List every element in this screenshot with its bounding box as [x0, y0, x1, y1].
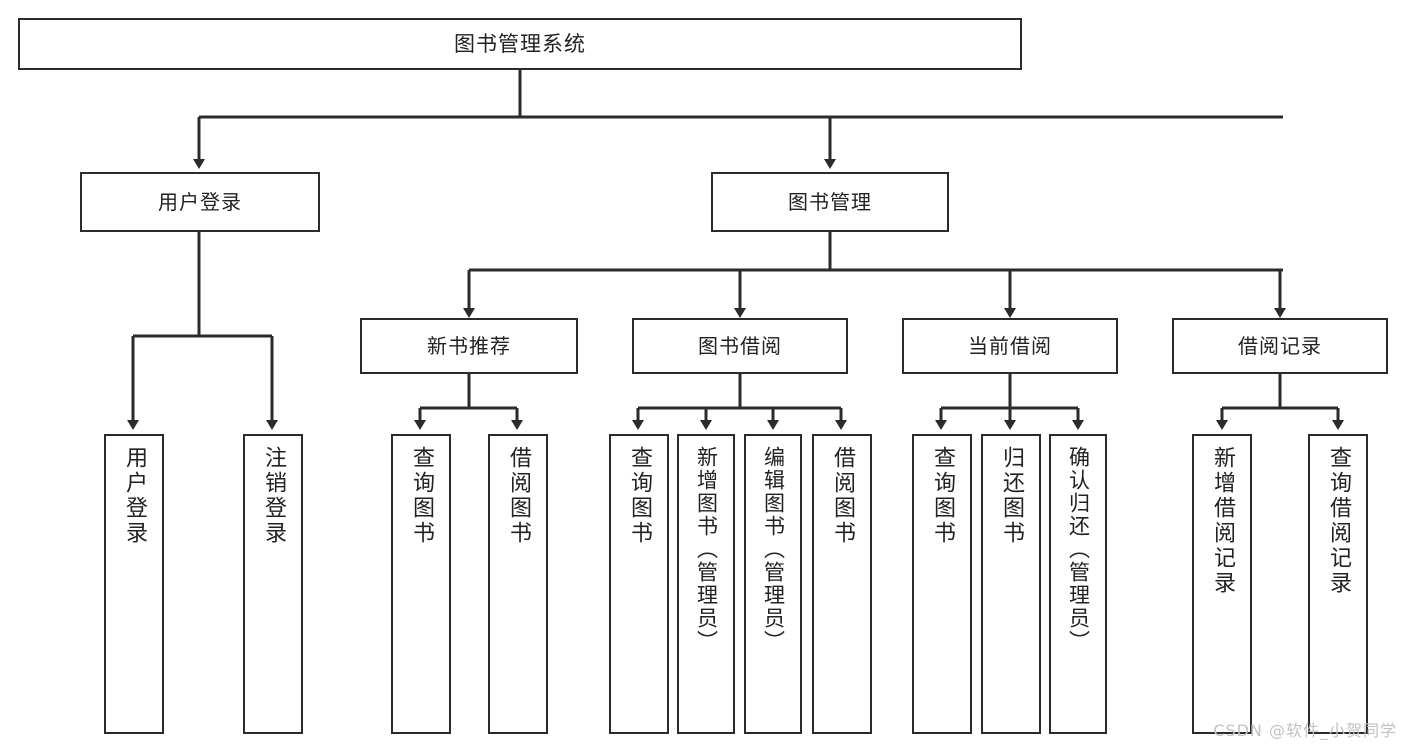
node-leaf-add-book-admin[interactable]: 新增图书（管理员） [677, 434, 735, 734]
node-leaf-query-book-1-label: 查询图书 [409, 446, 434, 546]
node-current-borrow-label: 当前借阅 [968, 333, 1052, 358]
node-new-book-recommend-label: 新书推荐 [427, 333, 511, 358]
node-root[interactable]: 图书管理系统 [18, 18, 1022, 70]
node-root-label: 图书管理系统 [454, 31, 586, 56]
node-borrow-record[interactable]: 借阅记录 [1172, 318, 1388, 374]
node-book-manage-label: 图书管理 [788, 189, 872, 214]
node-leaf-logout-login[interactable]: 注销登录 [243, 434, 303, 734]
node-borrow-record-label: 借阅记录 [1238, 333, 1322, 358]
node-leaf-query-book-1[interactable]: 查询图书 [391, 434, 451, 734]
node-leaf-edit-book-admin-label: 编辑图书（管理员） [761, 446, 786, 653]
node-leaf-query-book-2[interactable]: 查询图书 [609, 434, 669, 734]
node-leaf-borrow-book-2[interactable]: 借阅图书 [812, 434, 872, 734]
node-leaf-confirm-return-admin-label: 确认归还（管理员） [1066, 446, 1091, 653]
node-current-borrow[interactable]: 当前借阅 [902, 318, 1118, 374]
node-leaf-add-borrow-record-label: 新增借阅记录 [1210, 446, 1235, 596]
node-leaf-return-book[interactable]: 归还图书 [981, 434, 1041, 734]
node-leaf-query-book-3-label: 查询图书 [930, 446, 955, 546]
node-leaf-add-book-admin-label: 新增图书（管理员） [694, 446, 719, 653]
node-leaf-borrow-book-2-label: 借阅图书 [830, 446, 855, 546]
node-leaf-edit-book-admin[interactable]: 编辑图书（管理员） [744, 434, 802, 734]
node-user-login[interactable]: 用户登录 [80, 172, 320, 232]
node-leaf-logout-login-label: 注销登录 [261, 446, 286, 546]
node-book-borrow-label: 图书借阅 [698, 333, 782, 358]
node-user-login-label: 用户登录 [158, 189, 242, 214]
node-book-borrow[interactable]: 图书借阅 [632, 318, 848, 374]
node-leaf-borrow-book-1-label: 借阅图书 [506, 446, 531, 546]
node-leaf-borrow-book-1[interactable]: 借阅图书 [488, 434, 548, 734]
node-new-book-recommend[interactable]: 新书推荐 [360, 318, 578, 374]
node-book-manage[interactable]: 图书管理 [711, 172, 949, 232]
node-leaf-confirm-return-admin[interactable]: 确认归还（管理员） [1049, 434, 1107, 734]
node-leaf-query-book-3[interactable]: 查询图书 [912, 434, 972, 734]
node-leaf-query-borrow-record[interactable]: 查询借阅记录 [1308, 434, 1368, 734]
node-leaf-add-borrow-record[interactable]: 新增借阅记录 [1192, 434, 1252, 734]
node-leaf-query-borrow-record-label: 查询借阅记录 [1326, 446, 1351, 596]
node-leaf-query-book-2-label: 查询图书 [627, 446, 652, 546]
csdn-watermark: CSDN @软件_小贺同学 [1213, 721, 1397, 740]
node-leaf-user-login-label: 用户登录 [122, 446, 147, 546]
node-leaf-user-login[interactable]: 用户登录 [104, 434, 164, 734]
node-leaf-return-book-label: 归还图书 [999, 446, 1024, 546]
